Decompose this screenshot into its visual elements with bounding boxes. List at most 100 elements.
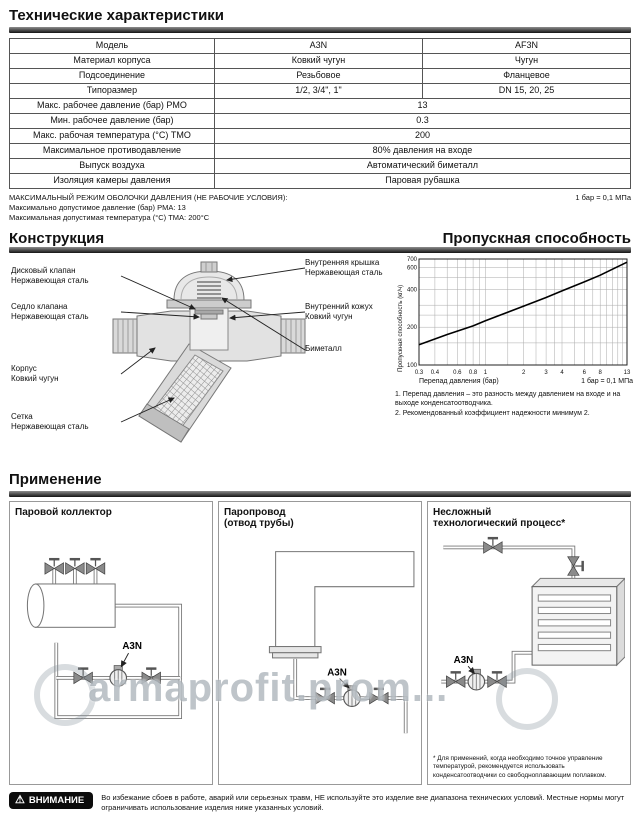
spec-value: Автоматический биметалл xyxy=(213,157,632,174)
section-rule xyxy=(9,26,631,33)
x-tick-label: 0.3 xyxy=(415,370,424,376)
warning-text: Во избежание сбоев в работе, аварий или … xyxy=(101,792,625,812)
spec-label: Подсоединение xyxy=(9,67,215,84)
callout-sub: Ковкий чугун xyxy=(305,312,353,322)
section-title-application: Применение xyxy=(9,471,102,489)
chart-xlabel: Перепад давления (бар) xyxy=(419,378,499,386)
callout-body: Корпус Ковкий чугун xyxy=(11,364,119,384)
callout-inner-cover: Внутренняя крышка Нержавеющая сталь xyxy=(305,258,395,278)
x-tick-label: 3 xyxy=(544,370,548,376)
callout-title: Корпус xyxy=(11,364,37,374)
strainer-plug xyxy=(138,403,190,444)
specs-note-line: Максимальная допустимая температура (°C)… xyxy=(9,212,210,222)
app-box-steam-collector: Паровой коллектор A3N xyxy=(9,500,213,785)
construction-section: Дисковый клапан Нержавеющая сталь Седло … xyxy=(9,256,633,468)
callout-sub: Нержавеющая сталь xyxy=(11,312,89,322)
spec-label: Макс. рабочая температура (°C) TMO xyxy=(9,127,215,144)
app-diagram-steam-collector: A3N xyxy=(26,558,183,720)
section-rule xyxy=(9,247,631,254)
spec-value: 13 xyxy=(213,97,632,114)
spec-value: 1/2, 3/4", 1" xyxy=(213,82,423,99)
collector-drum xyxy=(35,583,116,629)
warning-section: ⚠ ВНИМАНИЕ Во избежание сбоев в работе, … xyxy=(9,791,631,813)
section-title-construction: Конструкция xyxy=(9,229,105,247)
spec-label: Выпуск воздуха xyxy=(9,157,215,174)
steam-trap-icon xyxy=(343,685,361,707)
warning-badge-label: ВНИМАНИЕ xyxy=(28,794,85,806)
spec-label: Мин. рабочее давление (бар) xyxy=(9,112,215,129)
spec-model-af3n: AF3N xyxy=(421,37,632,54)
x-tick-label: 4 xyxy=(560,370,564,376)
chart-note-1: 1. Перепад давления – это разность между… xyxy=(395,391,621,408)
app-box-steam-main: Паропровод (отвод трубы) A3N xyxy=(218,500,422,785)
specs-notes-heading: МАКСИМАЛЬНЫЙ РЕЖИМ ОБОЛОЧКИ ДАВЛЕНИЯ (НЕ… xyxy=(9,192,288,202)
spec-label: Материал корпуса xyxy=(9,52,215,69)
callout-sub: Нержавеющая сталь xyxy=(11,276,89,286)
callout-title: Внутренний кожух xyxy=(305,302,373,312)
y-tick-label: 100 xyxy=(407,363,418,369)
trap-model-label: A3N xyxy=(327,667,347,678)
spec-value: Резьбовое xyxy=(213,67,423,84)
chart-ylabel: Пропускная способность (кг/ч) xyxy=(397,285,404,373)
specs-notes: МАКСИМАЛЬНЫЙ РЕЖИМ ОБОЛОЧКИ ДАВЛЕНИЯ (НЕ… xyxy=(9,193,631,223)
app-diagram-steam-main: A3N xyxy=(268,550,415,734)
capacity-curve xyxy=(418,261,628,346)
warning-triangle-icon: ⚠ xyxy=(15,793,25,806)
callout-title: Седло клапана xyxy=(11,302,68,312)
x-tick-label: 0.6 xyxy=(453,370,462,376)
x-tick-label: 0.4 xyxy=(431,370,440,376)
callout-valve-seat: Седло клапана Нержавеющая сталь xyxy=(11,302,119,322)
steam-trap-icon xyxy=(467,668,486,691)
app-box-process: Несложный технологический процесс* xyxy=(427,500,631,785)
flange xyxy=(272,652,319,659)
unit-note: 1 бар = 0,1 МПа xyxy=(575,192,631,202)
dual-header: Конструкция Пропускная способность xyxy=(9,229,631,248)
callout-title: Биметалл xyxy=(305,344,342,354)
callout-bimetal: Биметалл xyxy=(305,344,395,354)
steam-trap-cross-section xyxy=(112,261,306,444)
spec-value: Паровая рубашка xyxy=(213,172,632,189)
chart-note-2: 2. Рекомендованный коэффициент надежност… xyxy=(395,409,590,417)
spec-value: 200 xyxy=(213,127,632,144)
callout-strainer: Сетка Нержавеющая сталь xyxy=(11,412,119,432)
y-tick-label: 600 xyxy=(407,266,418,272)
callout-inner-shell: Внутренний кожух Ковкий чугун xyxy=(305,302,395,322)
spec-value: Чугун xyxy=(421,52,632,69)
spec-row: Мин. рабочее давление (бар)0.3 xyxy=(9,112,632,129)
y-tick-label: 200 xyxy=(407,326,418,332)
spec-value: 80% давления на входе xyxy=(213,142,632,159)
spec-value: 0.3 xyxy=(213,112,632,129)
spec-header-row: Модель A3N AF3N xyxy=(9,37,632,54)
section-title-specs: Технические характеристики xyxy=(9,7,225,24)
warning-badge: ⚠ ВНИМАНИЕ xyxy=(9,791,94,809)
spec-value: Ковкий чугун xyxy=(213,52,423,69)
x-tick-label: 13 xyxy=(624,370,631,376)
x-tick-label: 8 xyxy=(599,370,603,376)
app-title: Несложный технологический процесс* xyxy=(433,506,566,530)
section-title-capacity: Пропускная способность xyxy=(442,229,631,247)
callout-sub: Нержавеющая сталь xyxy=(305,268,383,278)
app-diagram-process: A3N xyxy=(441,536,625,691)
spec-model-a3n: A3N xyxy=(213,37,423,54)
spec-label: Максимальное противодавление xyxy=(9,142,215,159)
x-tick-label: 1 xyxy=(484,370,488,376)
callout-sub: Ковкий чугун xyxy=(11,374,59,384)
callout-sub: Нержавеющая сталь xyxy=(11,422,89,432)
valve-seat xyxy=(200,313,218,320)
specs-note-line: Максимально допустимое давление (бар) PM… xyxy=(9,202,186,212)
y-tick-label: 700 xyxy=(407,257,418,263)
callout-title: Дисковый клапан xyxy=(11,266,76,276)
section-rule xyxy=(9,490,631,497)
y-tick-label: 400 xyxy=(407,288,418,294)
spec-value: Фланцевое xyxy=(421,67,632,84)
app-title: Паропровод (отвод трубы) xyxy=(224,506,294,530)
